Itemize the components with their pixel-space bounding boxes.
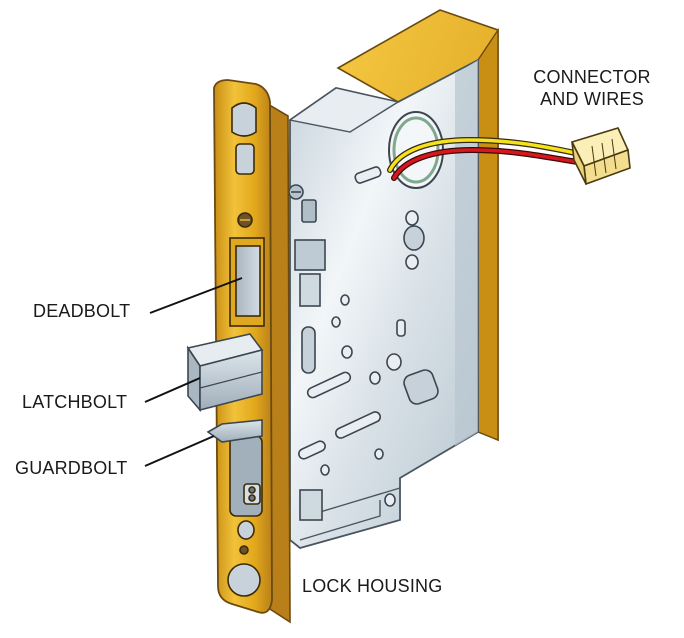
connector-label-line2: AND WIRES — [522, 88, 662, 110]
connector-label: CONNECTOR AND WIRES — [522, 66, 662, 110]
connector-plug — [572, 128, 630, 184]
lock-housing-label: LOCK HOUSING — [302, 575, 442, 597]
connector-label-line1: CONNECTOR — [522, 66, 662, 88]
guardbolt-leader — [145, 436, 214, 466]
latchbolt-label: LATCHBOLT — [22, 391, 127, 413]
guardbolt-label: GUARDBOLT — [15, 457, 127, 479]
deadbolt-label: DEADBOLT — [33, 300, 130, 322]
